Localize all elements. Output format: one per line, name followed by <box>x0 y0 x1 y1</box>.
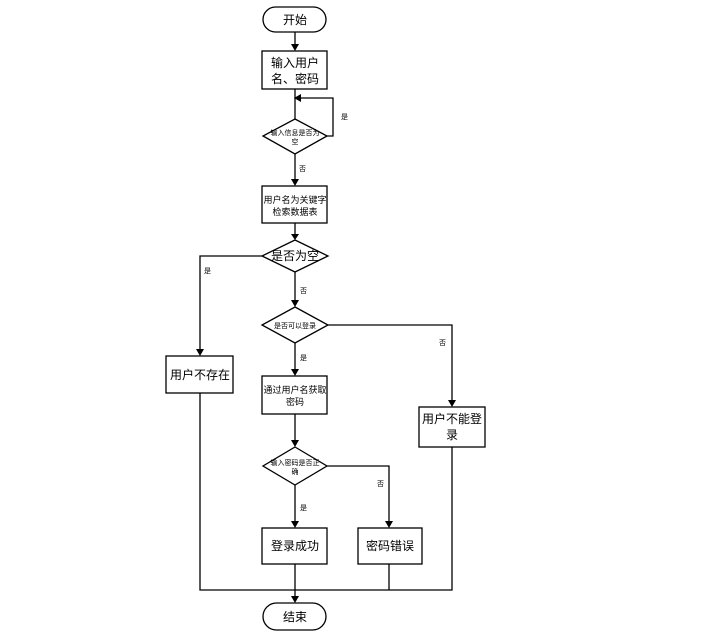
can-login-label: 是否可以登录 <box>274 321 316 330</box>
password-correct-decision: 输入密码是否正 确 <box>261 446 329 486</box>
user-not-exist-step: 用户不存在 <box>165 355 234 394</box>
connectors <box>196 31 456 603</box>
user-not-exist-label: 用户不存在 <box>170 367 230 382</box>
branch-labels: 是 否 是 否 是 否 是 否 <box>204 113 446 512</box>
password-correct-line-2: 确 <box>292 467 299 476</box>
input-credentials-line-1: 输入用户 <box>271 55 319 70</box>
search-line-2: 检索数据表 <box>272 206 317 218</box>
get-password-line-2: 密码 <box>286 396 304 408</box>
result-empty-no-label: 否 <box>300 287 307 295</box>
cannot-login-step: 用户不能登 录 <box>418 406 486 448</box>
start-terminal: 开始 <box>262 6 327 33</box>
can-login-decision: 是否可以登录 <box>260 306 330 344</box>
login-success-label: 登录成功 <box>271 538 319 553</box>
can-login-no-label: 否 <box>439 339 446 347</box>
info-empty-decision: 输入信息是否为 空 <box>261 118 329 155</box>
info-empty-yes-label: 是 <box>341 113 348 121</box>
result-empty-label: 是否为空 <box>271 249 319 263</box>
password-correct-line-1: 输入密码是否正 <box>271 458 320 467</box>
search-line-1: 用户名为关键字 <box>263 194 326 206</box>
end-label: 结束 <box>283 610 307 624</box>
input-credentials-step: 输入用户 名、密码 <box>261 50 328 90</box>
result-empty-yes-label: 是 <box>204 267 211 275</box>
password-error-step: 密码错误 <box>357 527 423 565</box>
input-credentials-line-2: 名、密码 <box>271 71 319 86</box>
cannot-login-line-1: 用户不能登 <box>422 411 482 426</box>
get-password-step: 通过用户名获取 密码 <box>261 375 328 415</box>
end-terminal: 结束 <box>262 602 327 631</box>
info-empty-no-label: 否 <box>299 165 306 173</box>
password-error-label: 密码错误 <box>366 538 414 553</box>
info-empty-line-1: 输入信息是否为 <box>271 128 320 137</box>
get-password-line-1: 通过用户名获取 <box>263 384 326 396</box>
password-correct-yes-label: 是 <box>300 504 307 512</box>
result-empty-decision: 是否为空 <box>260 239 330 273</box>
cannot-login-line-2: 录 <box>446 428 458 442</box>
password-correct-no-label: 否 <box>377 480 384 488</box>
login-success-step: 登录成功 <box>261 527 328 565</box>
can-login-yes-label: 是 <box>300 354 307 362</box>
search-by-username-step: 用户名为关键字 检索数据表 <box>261 185 328 224</box>
info-empty-line-2: 空 <box>292 137 299 146</box>
start-label: 开始 <box>283 13 307 27</box>
